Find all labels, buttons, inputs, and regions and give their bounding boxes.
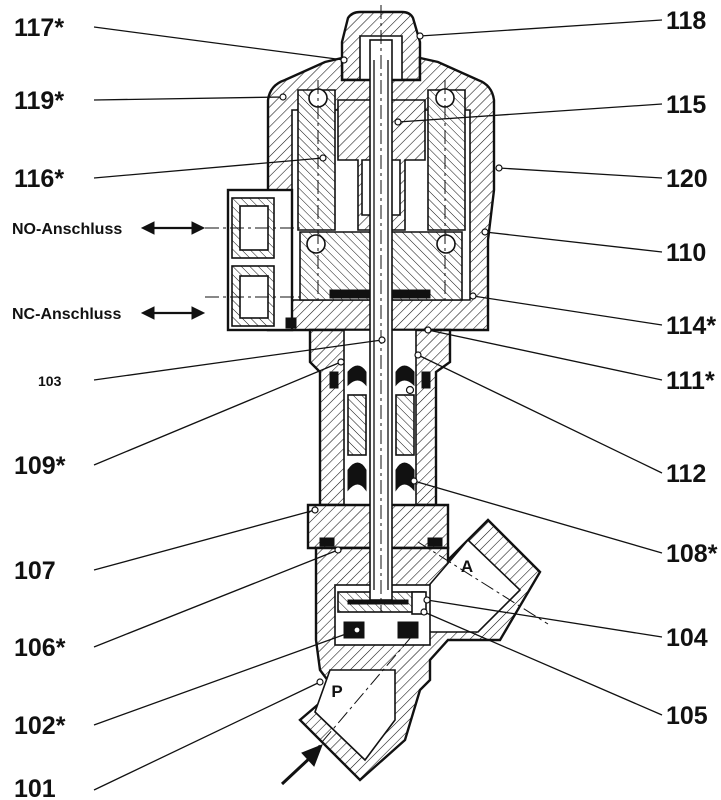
callout-108: 108*: [666, 540, 718, 568]
callout-119: 119*: [14, 87, 64, 115]
nc-connection-label: NC-Anschluss: [12, 306, 121, 323]
callout-120: 120: [666, 165, 708, 193]
callout-107: 107: [14, 557, 56, 585]
callout-106: 106*: [14, 634, 66, 662]
callout-105: 105: [666, 702, 708, 730]
callout-115: 115: [666, 91, 706, 119]
callout-103: 103: [38, 373, 62, 389]
port-label-p: P: [331, 682, 342, 701]
callout-102: 102*: [14, 712, 66, 740]
callout-112: 112: [666, 460, 706, 488]
no-connection-arrow: [140, 221, 206, 235]
callout-118: 118: [666, 7, 706, 35]
center-lines: [205, 5, 549, 769]
port-label-a: A: [461, 557, 473, 576]
inlet-arrow: [280, 744, 323, 786]
callout-104: 104: [666, 624, 708, 652]
control-port-block: [226, 188, 297, 332]
callout-114: 114*: [666, 312, 716, 340]
callout-117: 117*: [14, 14, 64, 42]
callout-116: 116*: [14, 165, 64, 193]
callout-111: 111*: [666, 367, 715, 395]
no-connection-label: NO-Anschluss: [12, 221, 122, 238]
callout-109: 109*: [14, 452, 66, 480]
callout-110: 110: [666, 239, 706, 267]
callout-101: 101: [14, 775, 56, 800]
leader-lines: [93, 19, 663, 791]
valve-body: [298, 518, 542, 782]
nc-connection-arrow: [140, 306, 206, 320]
